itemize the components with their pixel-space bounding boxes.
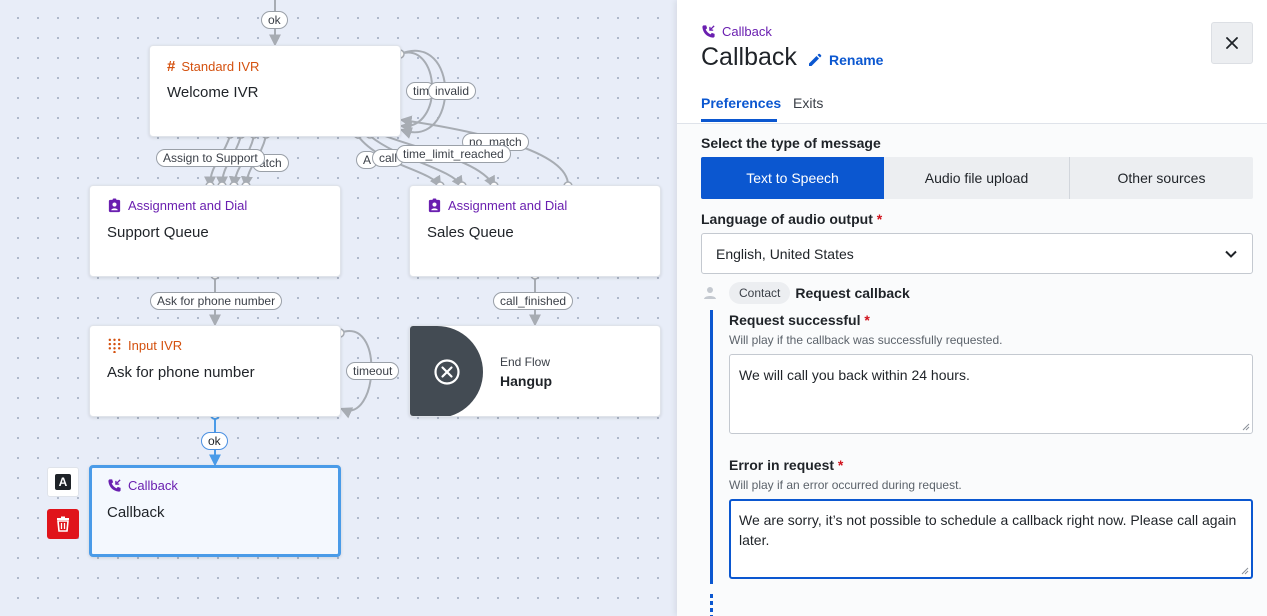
panel-node-kind-label: Callback bbox=[722, 24, 772, 39]
node-end-flow-hangup[interactable]: End Flow Hangup bbox=[409, 325, 661, 417]
node-type-label: Input IVR bbox=[128, 338, 183, 353]
success-label-text: Request successful bbox=[729, 312, 861, 328]
node-title: Callback bbox=[107, 504, 165, 521]
language-select[interactable]: English, United States bbox=[701, 233, 1253, 274]
close-circle-icon bbox=[433, 359, 460, 385]
resize-grip-icon[interactable] bbox=[1242, 423, 1250, 431]
node-callback[interactable]: Callback Callback bbox=[89, 465, 341, 557]
node-type: Assignment and Dial bbox=[107, 198, 247, 213]
node-type-label: Standard IVR bbox=[181, 59, 260, 74]
message-type-other-sources[interactable]: Other sources bbox=[1117, 170, 1206, 186]
close-panel-button[interactable] bbox=[1211, 22, 1253, 64]
message-type-audio-upload[interactable]: Audio file upload bbox=[884, 157, 1070, 199]
success-message-hint: Will play if the callback was successful… bbox=[729, 333, 1003, 347]
edge-label-time-limit[interactable]: time_limit_reached bbox=[396, 145, 511, 163]
pencil-icon bbox=[809, 53, 822, 66]
required-mark: * bbox=[837, 457, 844, 473]
node-title: Sales Queue bbox=[427, 224, 514, 241]
end-flow-badge bbox=[410, 326, 483, 416]
person-icon bbox=[704, 287, 716, 299]
edge-label-ok-active[interactable]: ok bbox=[201, 432, 228, 450]
trash-icon bbox=[57, 516, 69, 532]
language-label-text: Language of audio output bbox=[701, 211, 873, 227]
active-tab-indicator bbox=[701, 119, 777, 122]
annotate-letter-icon: A bbox=[55, 474, 71, 490]
end-flow-subtitle: End Flow bbox=[500, 355, 551, 369]
language-select-value: English, United States bbox=[716, 246, 854, 262]
node-type-label: Assignment and Dial bbox=[128, 198, 248, 213]
assignment-badge-icon bbox=[428, 198, 441, 213]
success-message-value: We will call you back within 24 hours. bbox=[739, 367, 970, 383]
node-title: Ask for phone number bbox=[107, 364, 255, 381]
error-label-text: Error in request bbox=[729, 457, 835, 473]
edge-label-ask-phone[interactable]: Ask for phone number bbox=[150, 292, 283, 310]
resize-grip-icon[interactable] bbox=[1241, 567, 1249, 575]
success-message-label: Request successful * bbox=[729, 312, 870, 328]
edge-label-call-finished[interactable]: call_finished bbox=[493, 292, 574, 310]
error-message-value: We are sorry, it’s not possible to sched… bbox=[739, 512, 1237, 548]
annotate-button[interactable]: A bbox=[47, 467, 79, 497]
contact-action: Request callback bbox=[795, 285, 910, 301]
message-type-label: Select the type of message bbox=[701, 135, 881, 151]
edge-label-ok[interactable]: ok bbox=[261, 11, 288, 29]
edge-label-assign-support[interactable]: Assign to Support bbox=[156, 149, 265, 167]
tab-preferences[interactable]: Preferences bbox=[701, 95, 782, 111]
node-welcome-ivr[interactable]: # Standard IVR Welcome IVR bbox=[149, 45, 401, 137]
step-connector bbox=[710, 310, 713, 584]
step-connector-dashed bbox=[710, 594, 713, 616]
edge-label-invalid[interactable]: invalid bbox=[428, 82, 477, 100]
node-title: Support Queue bbox=[107, 224, 209, 241]
node-type-label: Callback bbox=[128, 478, 178, 493]
assignment-badge-icon bbox=[108, 198, 121, 213]
panel-tabs: Preferences Exits bbox=[677, 92, 1267, 124]
language-label: Language of audio output * bbox=[701, 211, 882, 227]
error-message-hint: Will play if an error occurred during re… bbox=[729, 478, 962, 492]
delete-node-button[interactable] bbox=[47, 509, 79, 539]
contact-step: Contact Request callback bbox=[701, 281, 910, 305]
node-type: Callback bbox=[107, 478, 178, 493]
required-mark: * bbox=[864, 312, 870, 328]
node-type: Input IVR bbox=[107, 338, 182, 353]
flow-canvas[interactable]: ok tim invalid no_match atch Assign to S… bbox=[0, 0, 677, 616]
close-icon bbox=[1226, 37, 1238, 49]
node-title: Welcome IVR bbox=[167, 84, 259, 101]
node-type: # Standard IVR bbox=[167, 58, 259, 75]
panel-title: Callback bbox=[701, 43, 797, 71]
success-message-textarea[interactable]: We will call you back within 24 hours. bbox=[729, 354, 1253, 434]
node-settings-panel: Callback Callback Rename Preferences Exi… bbox=[677, 0, 1267, 616]
contact-chip: Contact bbox=[729, 282, 791, 304]
node-input-ivr[interactable]: Input IVR Ask for phone number bbox=[89, 325, 341, 417]
node-type-label: Assignment and Dial bbox=[448, 198, 568, 213]
phone-callback-icon bbox=[702, 25, 715, 38]
error-message-label: Error in request * bbox=[729, 457, 843, 473]
chevron-down-icon bbox=[1225, 250, 1237, 258]
node-type: Assignment and Dial bbox=[427, 198, 567, 213]
keypad-icon bbox=[108, 338, 121, 353]
required-mark: * bbox=[876, 211, 883, 227]
rename-button[interactable]: Rename bbox=[808, 52, 883, 68]
panel-node-kind: Callback bbox=[701, 24, 772, 39]
phone-callback-icon bbox=[108, 479, 121, 492]
tab-exits[interactable]: Exits bbox=[793, 95, 824, 111]
hash-icon: # bbox=[167, 58, 176, 75]
message-type-selector: Text to Speech Audio file upload Other s… bbox=[701, 157, 1253, 199]
node-support-queue[interactable]: Assignment and Dial Support Queue bbox=[89, 185, 341, 277]
edge-label-timeout[interactable]: timeout bbox=[346, 362, 400, 380]
error-message-textarea[interactable]: We are sorry, it’s not possible to sched… bbox=[729, 499, 1253, 579]
message-type-text-to-speech[interactable]: Text to Speech bbox=[701, 157, 884, 199]
node-sales-queue[interactable]: Assignment and Dial Sales Queue bbox=[409, 185, 661, 277]
rename-label: Rename bbox=[829, 52, 884, 68]
end-flow-title: Hangup bbox=[500, 373, 553, 389]
